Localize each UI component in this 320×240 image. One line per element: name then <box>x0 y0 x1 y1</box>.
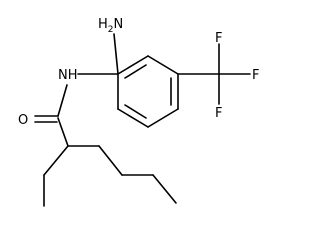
butyl-bond <box>152 174 177 204</box>
butyl-bond <box>98 145 123 176</box>
carbonyl-alpha-bond <box>57 117 69 147</box>
amine-bond <box>113 33 119 75</box>
amine-label: H2N <box>98 17 123 35</box>
fluorine-top-label: F <box>215 31 222 46</box>
amine-h: H <box>98 17 108 32</box>
ring-bond <box>117 108 149 128</box>
amide-nh-label: NH <box>58 68 78 83</box>
ring-double-bond <box>124 64 147 79</box>
ring-bond <box>147 108 179 128</box>
structure-diagram: H2N NH O F F F <box>18 17 259 207</box>
ethyl-bond <box>43 145 69 176</box>
fluorine-right-label: F <box>252 68 259 83</box>
benzene-ring <box>117 55 179 128</box>
amine-h-count: 2 <box>108 25 114 35</box>
ring-bond <box>117 55 149 75</box>
amine-n: N <box>114 17 124 32</box>
ring-double-bond <box>124 104 147 119</box>
ring-bond <box>147 55 179 75</box>
fluorine-bottom-label: F <box>215 106 222 121</box>
carbonyl-o-label: O <box>18 113 28 128</box>
n-carbonyl-bond <box>57 84 68 117</box>
